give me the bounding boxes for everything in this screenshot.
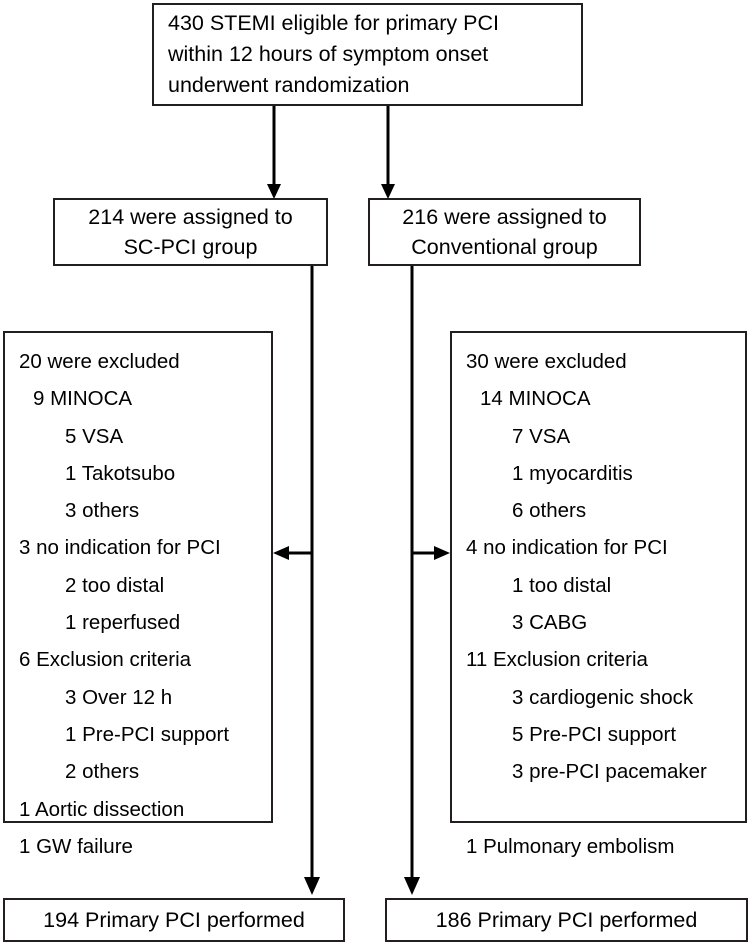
enrollment-box: 430 STEMI eligible for primary PCI withi…: [152, 3, 583, 106]
exclusion-sc-pci-item: 1 GW failure: [19, 834, 133, 858]
arrow-sc-pci-allocation-to-outcome: [304, 266, 320, 895]
exclusion-sc-pci-item: 1 Pre-PCI support: [65, 722, 230, 746]
exclusion-conventional-item: 5 Pre-PCI support: [512, 722, 677, 746]
enrollment-line-2: within 12 hours of symptom onset: [168, 42, 489, 66]
outcome-box-sc-pci: 194 Primary PCI performed: [3, 898, 345, 942]
arrow-sc-pci-to-exclusions: [273, 546, 312, 560]
allocation-sc-pci-line-2: SC-PCI group: [123, 235, 258, 259]
outcome-box-conventional: 186 Primary PCI performed: [385, 898, 748, 942]
exclusion-conventional-item: 14 MINOCA: [480, 387, 591, 411]
exclusion-sc-pci-item: 3 others: [65, 499, 140, 523]
allocation-conventional-line-1: 216 were assigned to: [402, 205, 607, 229]
arrow-conventional-to-exclusions: [412, 546, 450, 560]
exclusion-sc-pci-item: 1 Aortic dissection: [19, 797, 185, 821]
exclusion-sc-pci-item: 2 others: [65, 760, 140, 784]
exclusion-conventional-item: 30 were excluded: [466, 350, 627, 373]
exclusion-sc-pci-item: 9 MINOCA: [33, 387, 133, 411]
arrow-randomization-to-conventional: [381, 106, 395, 199]
exclusion-box-conventional: 30 were excluded 14 MINOCA 7 VSA 1 myocardi…: [450, 331, 747, 858]
exclusion-conventional-item: 3 pre-PCI pacemaker: [512, 760, 707, 784]
exclusion-sc-pci-item: 20 were excluded: [19, 350, 180, 373]
allocation-sc-pci-line-1: 214 were assigned to: [88, 205, 293, 229]
exclusion-conventional-item: 4 no indication for PCI: [466, 536, 668, 560]
exclusion-sc-pci-item: 6 Exclusion criteria: [19, 648, 192, 672]
exclusion-sc-pci-item: 1 Takotsubo: [65, 461, 176, 485]
exclusion-sc-pci-item: 3 no indication for PCI: [19, 536, 221, 560]
exclusion-conventional-item: 3 CABG: [512, 611, 588, 635]
exclusion-conventional-spacer: [462, 791, 739, 828]
exclusion-conventional-item: 6 others: [512, 499, 587, 523]
exclusion-conventional-item: 11 Exclusion criteria: [466, 648, 648, 672]
exclusion-conventional-item: 1 Pulmonary embolism: [466, 834, 675, 858]
exclusion-conventional-item: 1 myocarditis: [512, 461, 633, 485]
enrollment-line-1: 430 STEMI eligible for primary PCI: [168, 11, 499, 35]
arrow-conventional-allocation-to-outcome: [404, 266, 420, 895]
exclusion-conventional-item: 1 too distal: [512, 573, 612, 597]
enrollment-line-3: underwent randomization: [168, 73, 410, 97]
exclusion-conventional-item: 3 cardiogenic shock: [512, 685, 694, 709]
exclusion-sc-pci-item: 3 Over 12 h: [65, 685, 173, 709]
exclusion-sc-pci-item: 5 VSA: [65, 424, 124, 448]
exclusion-sc-pci-item: 1 reperfused: [65, 611, 181, 635]
allocation-conventional-line-2: Conventional group: [411, 235, 598, 259]
allocation-box-conventional: 216 were assigned to Conventional group: [368, 198, 641, 266]
exclusion-box-sc-pci: 20 were excluded 9 MINOCA 5 VSA 1 Takotsubo…: [3, 331, 273, 858]
exclusion-sc-pci-item: 2 too distal: [65, 573, 165, 597]
outcome-conventional-line-1: 186 Primary PCI performed: [435, 908, 698, 932]
outcome-sc-pci-line-1: 194 Primary PCI performed: [43, 908, 305, 932]
allocation-box-sc-pci: 214 were assigned to SC-PCI group: [53, 198, 328, 266]
arrow-randomization-to-sc-pci: [267, 106, 281, 199]
exclusion-conventional-item: 7 VSA: [512, 424, 571, 448]
